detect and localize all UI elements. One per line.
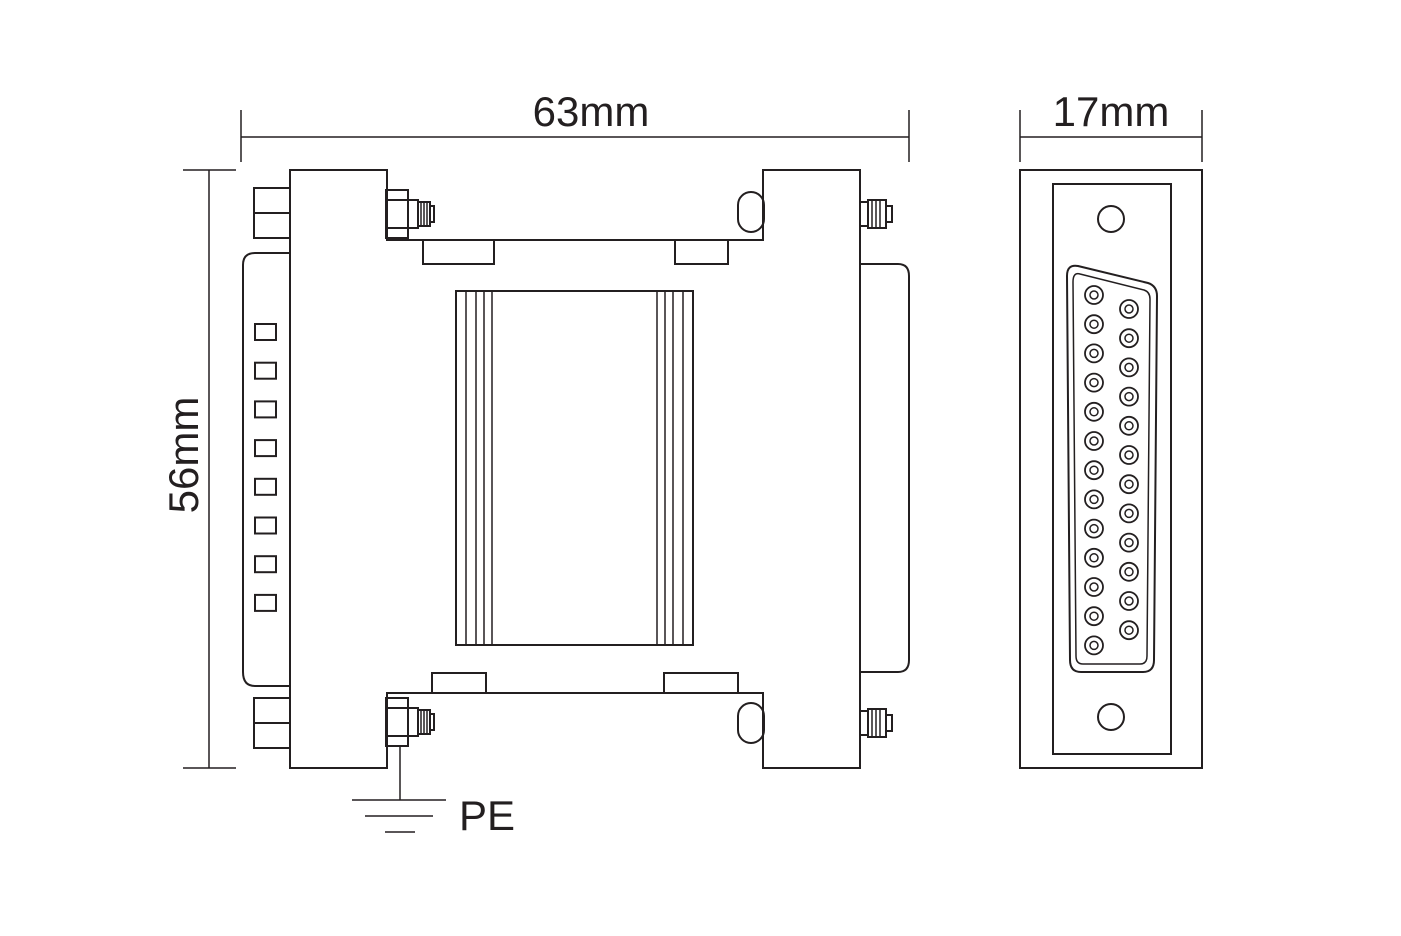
connector-pin: [1084, 314, 1104, 335]
indicator-square: [254, 555, 277, 574]
side-indicators: [254, 323, 277, 612]
right-top-jackscrew: [859, 199, 893, 229]
connector-pin: [1119, 474, 1139, 495]
connector-pin: [1084, 635, 1104, 656]
indicator-square: [254, 323, 277, 341]
connector-pin: [1084, 285, 1104, 305]
connector-pin: [1084, 606, 1104, 627]
indicator-square: [254, 477, 277, 496]
bottom-hex-screw: [385, 697, 435, 747]
height-dimension: 56mm: [160, 169, 236, 769]
right-bottom-jackscrew: [859, 708, 893, 738]
left-top-jackscrew: [253, 187, 291, 239]
connector-pin: [1084, 518, 1104, 539]
connector-pin: [1119, 561, 1139, 582]
connector-pin: [1084, 489, 1104, 510]
top-hex-screw: [385, 189, 435, 239]
indicator-square: [254, 400, 277, 419]
d-sub-pins: [1084, 285, 1139, 656]
connector-pin: [1084, 577, 1104, 597]
connector-pin: [1119, 357, 1139, 378]
bottom-tab-left: [431, 672, 487, 694]
connector-pin: [1084, 401, 1104, 422]
right-connector-shell: [860, 263, 910, 673]
bottom-mount-hole: [1097, 703, 1125, 731]
indicator-square: [254, 361, 277, 380]
depth-label: 17mm: [1053, 88, 1170, 135]
connector-pin: [1084, 343, 1104, 364]
connector-pin: [1084, 431, 1104, 451]
indicator-square: [254, 439, 277, 458]
width-dimension: 63mm: [240, 88, 910, 162]
connector-pin: [1084, 547, 1104, 568]
top-mount-hole: [1097, 205, 1125, 233]
indicator-square: [254, 516, 277, 535]
connector-pin: [1084, 372, 1104, 393]
side-outer-frame: [1019, 169, 1203, 769]
d-sub-shell-outer: [1065, 264, 1159, 673]
ground-symbol: [352, 746, 446, 833]
height-label: 56mm: [160, 397, 207, 514]
top-tab-left: [422, 239, 495, 265]
heatsink-body: [455, 290, 694, 646]
bottom-tab-right: [663, 672, 739, 694]
left-connector-shell: [242, 252, 290, 687]
connector-pin: [1119, 591, 1139, 611]
top-oval-slot: [737, 191, 765, 233]
front-view: PE: [242, 169, 910, 839]
indicator-square: [254, 593, 277, 612]
left-bottom-jackscrew: [253, 697, 291, 749]
side-view: [1019, 169, 1203, 769]
d-sub-shell-inner: [1072, 272, 1151, 665]
depth-dimension: 17mm: [1019, 88, 1203, 162]
connector-pin: [1119, 328, 1139, 349]
connector-pin: [1084, 460, 1104, 481]
top-tab-right: [674, 239, 729, 265]
adapter-frame: [289, 169, 861, 769]
bottom-oval-slot: [737, 702, 765, 744]
connector-pin: [1119, 620, 1139, 641]
width-label: 63mm: [533, 88, 650, 135]
connector-pin: [1119, 445, 1139, 465]
connector-pin: [1119, 386, 1139, 407]
side-inner-plate: [1052, 183, 1172, 755]
connector-pin: [1119, 532, 1139, 553]
ground-label: PE: [459, 792, 515, 839]
connector-pin: [1119, 503, 1139, 524]
connector-pin: [1119, 415, 1139, 436]
connector-pin: [1119, 299, 1139, 319]
